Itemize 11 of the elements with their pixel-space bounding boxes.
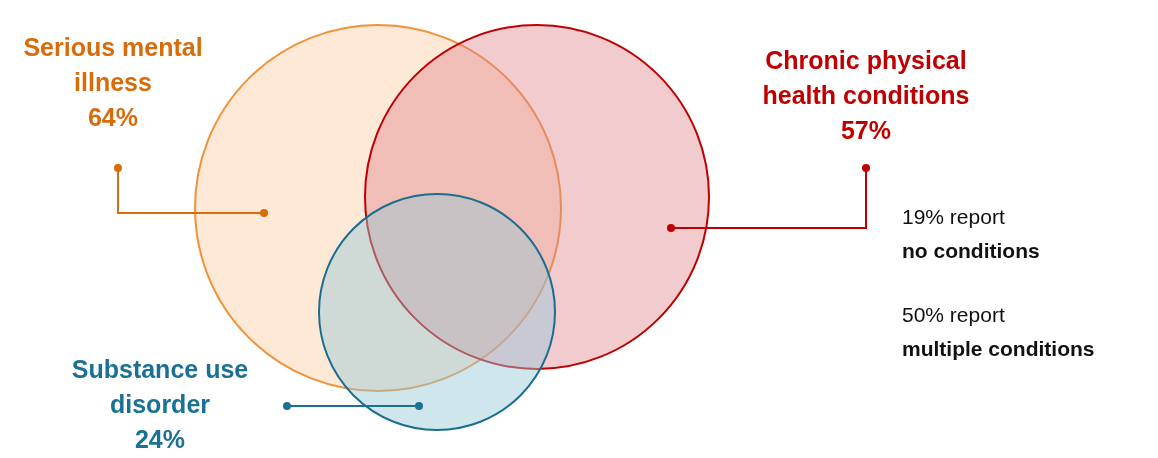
category-label: Substance use disorder [70,354,250,420]
percentage-value: 24% [133,424,186,455]
note-text: 19% report no conditions [902,204,1041,264]
note-text: 50% report multiple conditions [902,302,1096,362]
percentage-value: 64% [86,102,139,133]
leader-line [114,164,268,217]
category-label: Serious mental illness [23,32,203,98]
percentage-value: 57% [839,115,892,146]
category-label: Chronic physical health conditions [761,45,971,111]
leader-line [667,164,870,232]
leader-line [283,402,423,410]
